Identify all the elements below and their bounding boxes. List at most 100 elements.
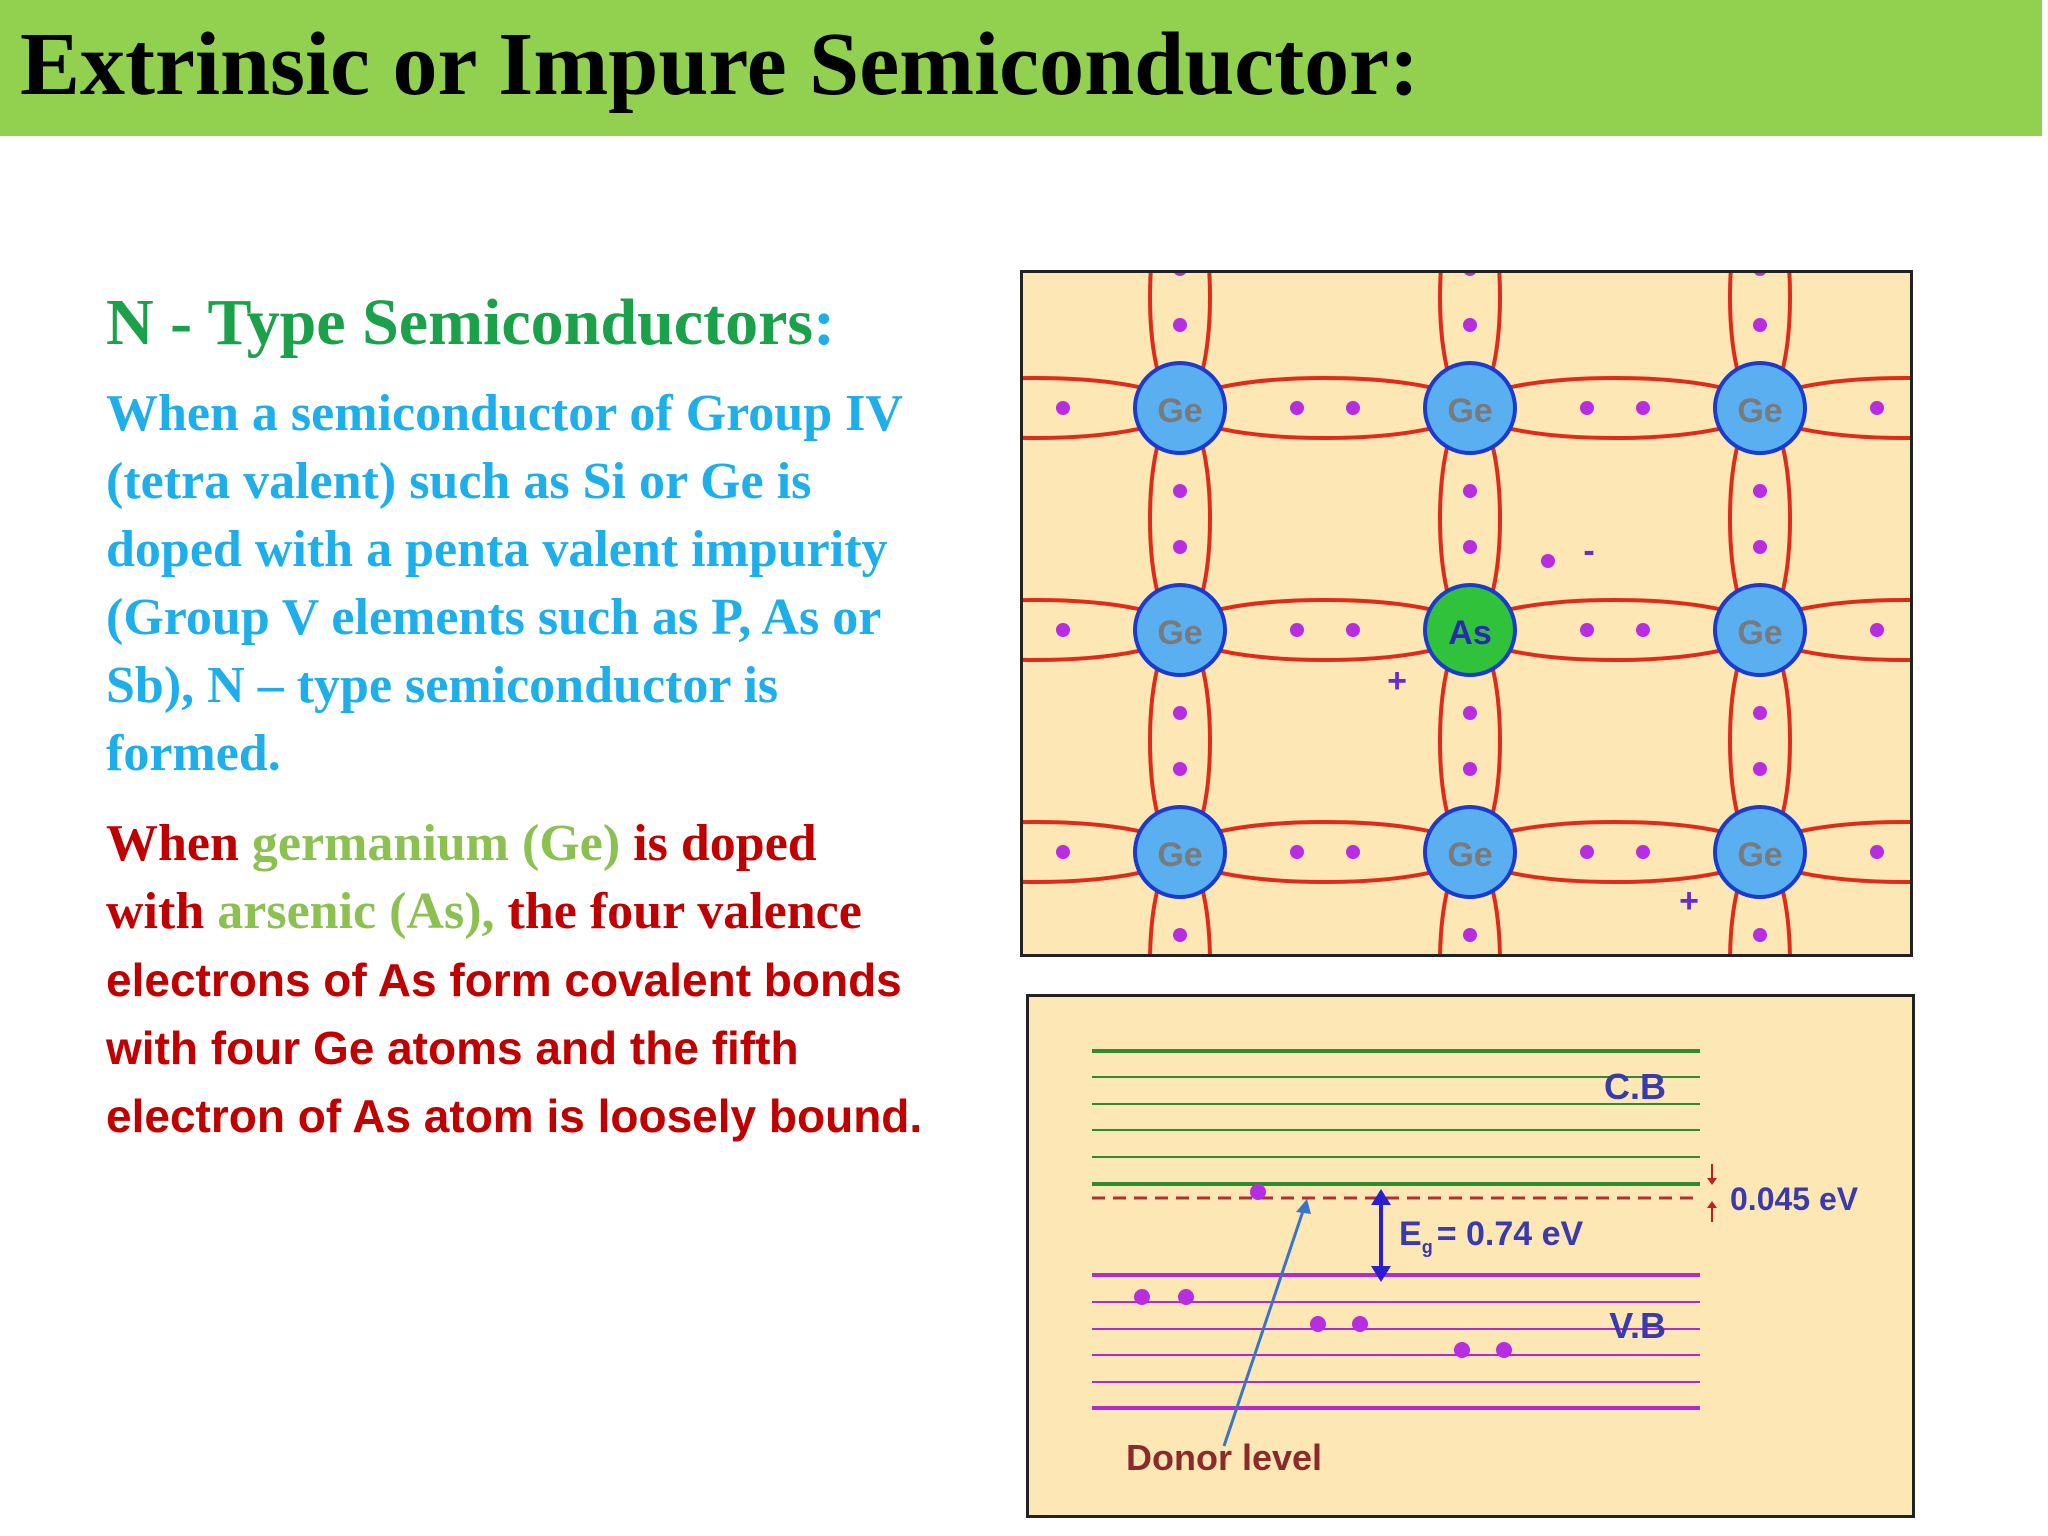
definition-paragraph: When a semiconductor of Group IV (tetra …: [106, 380, 1006, 788]
germanium-atom: [1713, 805, 1807, 899]
example-line-4: with four Ge atoms and the fifth: [106, 1022, 799, 1074]
vb-label: V.B: [1609, 1305, 1666, 1346]
bond-electron: [1753, 540, 1767, 554]
donor-gap-arrowhead-top: [1707, 1178, 1717, 1185]
band-gap-arrowhead-down: [1371, 1266, 1391, 1282]
bond-electron: [1173, 318, 1187, 332]
example-text: When: [106, 815, 252, 872]
donor-gap-label: 0.045 eV: [1730, 1181, 1859, 1217]
arsenic-atom: [1423, 583, 1517, 677]
germanium-label: Ge: [1447, 392, 1492, 430]
donor-pointer-line: [1222, 1207, 1306, 1447]
example-text: is doped: [620, 815, 817, 872]
heading-colon: :: [813, 286, 836, 359]
bond-electron: [1346, 845, 1360, 859]
definition-line: formed.: [106, 725, 281, 782]
bond-electron: [1463, 318, 1477, 332]
bond-electron: [1463, 762, 1477, 776]
example-line-5: electron of As atom is loosely bound.: [106, 1090, 923, 1142]
bond-electron: [1056, 845, 1070, 859]
donor-electron: [1250, 1184, 1266, 1200]
germanium-atom: [1133, 583, 1227, 677]
bond-electron: [1463, 928, 1477, 942]
bond-electron: [1870, 623, 1884, 637]
bond-electron: [1173, 928, 1187, 942]
definition-line: (Group V elements such as P, As or: [106, 589, 882, 646]
bond-electron: [1580, 401, 1594, 415]
hole-plus-1: +: [1387, 662, 1407, 700]
band-frame: [1026, 994, 1915, 1518]
heading-main: N - Type Semiconductors: [106, 286, 814, 359]
germanium-label: Ge: [1157, 836, 1202, 874]
arsenic-label: As: [1448, 614, 1491, 652]
bond-electron: [1753, 928, 1767, 942]
bond-electron: [1173, 484, 1187, 498]
section-heading: N - Type Semiconductors:: [106, 290, 835, 356]
bond-electron: [1346, 623, 1360, 637]
germanium-atom: [1713, 583, 1807, 677]
vb-electron: [1310, 1316, 1326, 1332]
example-line-2: with arsenic (As), the four valence: [106, 878, 1006, 946]
example-paragraph: When germanium (Ge) is doped with arseni…: [106, 810, 1006, 1150]
bond-electron: [1753, 762, 1767, 776]
bond-electron: [1173, 762, 1187, 776]
electron-minus: -: [1583, 532, 1594, 570]
bond-electron: [1463, 706, 1477, 720]
bond-electron: [1290, 401, 1304, 415]
vb-electron: [1352, 1316, 1368, 1332]
vb-electron: [1178, 1289, 1194, 1305]
definition-line: (tetra valent) such as Si or Ge is: [106, 453, 812, 510]
donor-gap-arrowhead-bottom: [1707, 1201, 1717, 1208]
definition-line: doped with a penta valent impurity: [106, 521, 888, 578]
bond-electron: [1753, 484, 1767, 498]
band-gap-arrowhead-up: [1371, 1189, 1391, 1205]
germanium-label: Ge: [1737, 836, 1782, 874]
example-text: the four valence: [494, 883, 862, 940]
cb-label: C.B: [1604, 1066, 1666, 1107]
germanium-atom: [1423, 361, 1517, 455]
title-bar: Extrinsic or Impure Semiconductor:: [0, 0, 2042, 136]
bond-electron: [1870, 401, 1884, 415]
slide-title: Extrinsic or Impure Semiconductor:: [20, 15, 1420, 114]
example-line-1: When germanium (Ge) is doped: [106, 810, 1006, 878]
bond-electron: [1753, 318, 1767, 332]
example-line-3: electrons of As form covalent bonds: [106, 954, 902, 1006]
definition-line: When a semiconductor of Group IV: [106, 385, 903, 442]
free-electron: [1541, 554, 1555, 568]
germanium-term: germanium (Ge): [251, 815, 621, 872]
bond-electron: [1173, 540, 1187, 554]
vb-electron: [1496, 1342, 1512, 1358]
germanium-label: Ge: [1447, 836, 1492, 874]
donor-pointer-arrowhead: [1296, 1199, 1311, 1214]
germanium-label: Ge: [1737, 614, 1782, 652]
germanium-atom: [1423, 805, 1517, 899]
band-gap-label: Eg= 0.74 eV: [1399, 1215, 1584, 1257]
bond-electron: [1346, 401, 1360, 415]
germanium-label: Ge: [1157, 392, 1202, 430]
hole-plus-2: +: [1679, 882, 1699, 920]
bond-electron: [1463, 540, 1477, 554]
vb-electron: [1134, 1289, 1150, 1305]
arsenic-term: arsenic (As),: [217, 883, 495, 940]
bond-electron: [1636, 845, 1650, 859]
bond-electron: [1056, 401, 1070, 415]
bond-electron: [1173, 706, 1187, 720]
bond-electron: [1754, 273, 1766, 276]
germanium-atom: [1133, 805, 1227, 899]
bond-electron: [1290, 845, 1304, 859]
energy-band-diagram: Eg= 0.74 eV C.B V.B 0.045 eV Donor level: [1026, 994, 1915, 1518]
example-text: with: [106, 883, 218, 940]
germanium-atom: [1133, 361, 1227, 455]
germanium-atom: [1713, 361, 1807, 455]
definition-line: Sb), N – type semiconductor is: [106, 657, 779, 714]
bond-electron: [1580, 623, 1594, 637]
bond-electron: [1636, 401, 1650, 415]
bond-electron: [1174, 273, 1186, 276]
donor-level-label: Donor level: [1126, 1437, 1322, 1478]
bond-electron: [1290, 623, 1304, 637]
germanium-label: Ge: [1157, 614, 1202, 652]
bond-electron: [1636, 623, 1650, 637]
bond-electron: [1056, 623, 1070, 637]
bond-electron: [1580, 845, 1594, 859]
